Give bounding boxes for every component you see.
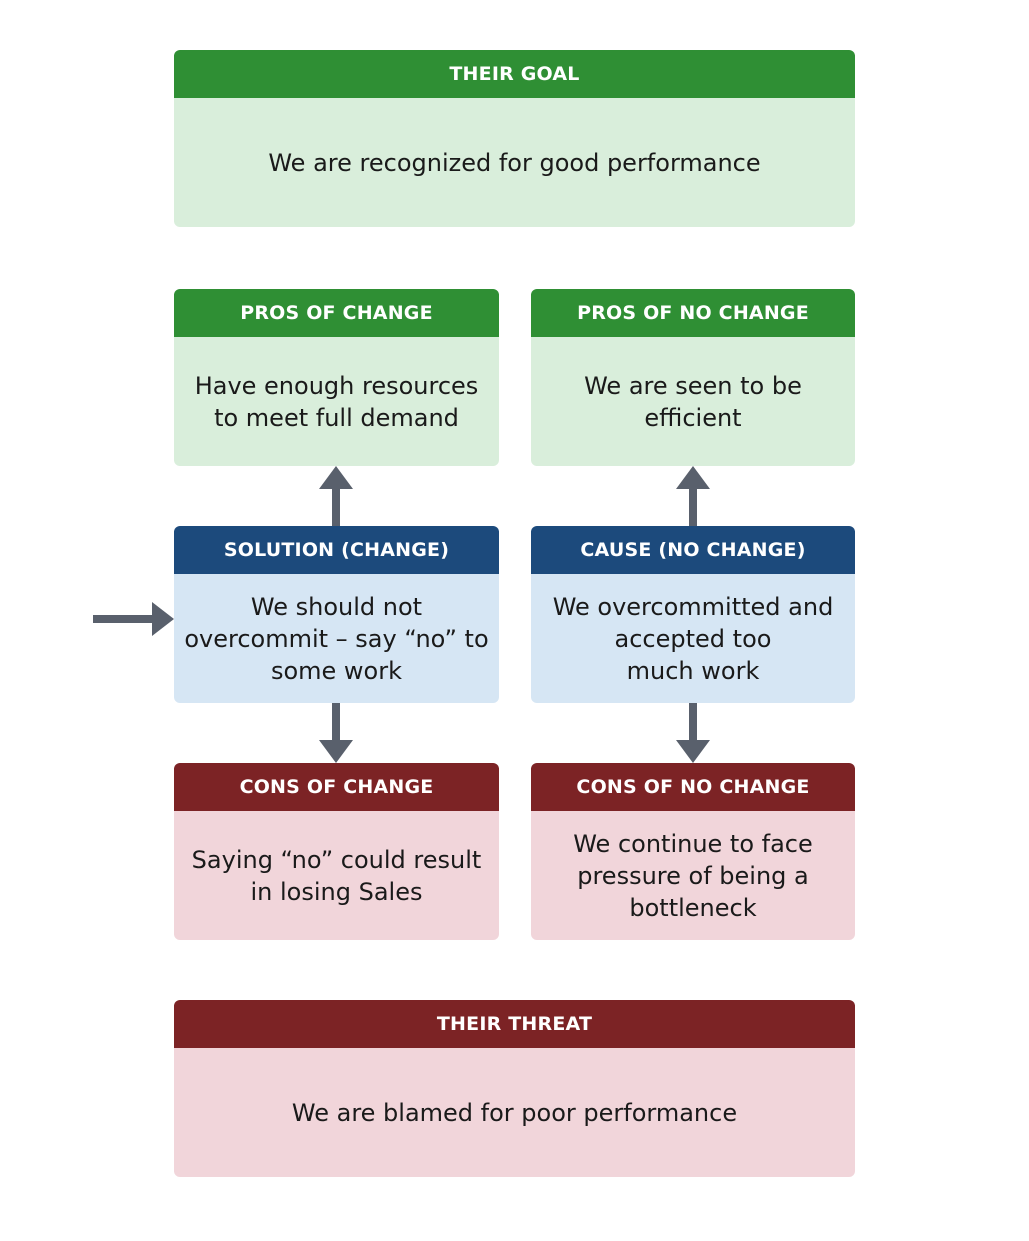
cause-text: We overcommitted and accepted too much w… bbox=[531, 574, 855, 703]
cause-title: CAUSE (NO CHANGE) bbox=[531, 526, 855, 574]
pros-no-change-title: PROS OF NO CHANGE bbox=[531, 289, 855, 337]
solution-title: SOLUTION (CHANGE) bbox=[174, 526, 499, 574]
pros-change-box: PROS OF CHANGE Have enough resources to … bbox=[174, 289, 499, 466]
arrow-right-entry bbox=[93, 602, 174, 636]
threat-title: THEIR THREAT bbox=[174, 1000, 855, 1048]
threat-box: THEIR THREAT We are blamed for poor perf… bbox=[174, 1000, 855, 1177]
pros-no-change-box: PROS OF NO CHANGE We are seen to be effi… bbox=[531, 289, 855, 466]
cons-change-title: CONS OF CHANGE bbox=[174, 763, 499, 811]
goal-text: We are recognized for good performance bbox=[174, 98, 855, 227]
cons-no-change-text: We continue to face pressure of being a … bbox=[531, 811, 855, 940]
pros-change-title: PROS OF CHANGE bbox=[174, 289, 499, 337]
threat-text: We are blamed for poor performance bbox=[174, 1048, 855, 1177]
goal-box: THEIR GOAL We are recognized for good pe… bbox=[174, 50, 855, 227]
cause-box: CAUSE (NO CHANGE) We overcommitted and a… bbox=[531, 526, 855, 703]
cons-change-box: CONS OF CHANGE Saying “no” could result … bbox=[174, 763, 499, 940]
pros-change-text: Have enough resources to meet full deman… bbox=[174, 337, 499, 466]
cons-change-text: Saying “no” could result in losing Sales bbox=[174, 811, 499, 940]
cons-no-change-box: CONS OF NO CHANGE We continue to face pr… bbox=[531, 763, 855, 940]
arrow-up-left bbox=[319, 466, 353, 526]
arrow-up-right bbox=[676, 466, 710, 526]
solution-box: SOLUTION (CHANGE) We should not overcomm… bbox=[174, 526, 499, 703]
pros-no-change-text: We are seen to be efficient bbox=[531, 337, 855, 466]
cons-no-change-title: CONS OF NO CHANGE bbox=[531, 763, 855, 811]
solution-text: We should not overcommit – say “no” to s… bbox=[174, 574, 499, 703]
arrow-down-right bbox=[676, 703, 710, 763]
goal-title: THEIR GOAL bbox=[174, 50, 855, 98]
arrow-down-left bbox=[319, 703, 353, 763]
